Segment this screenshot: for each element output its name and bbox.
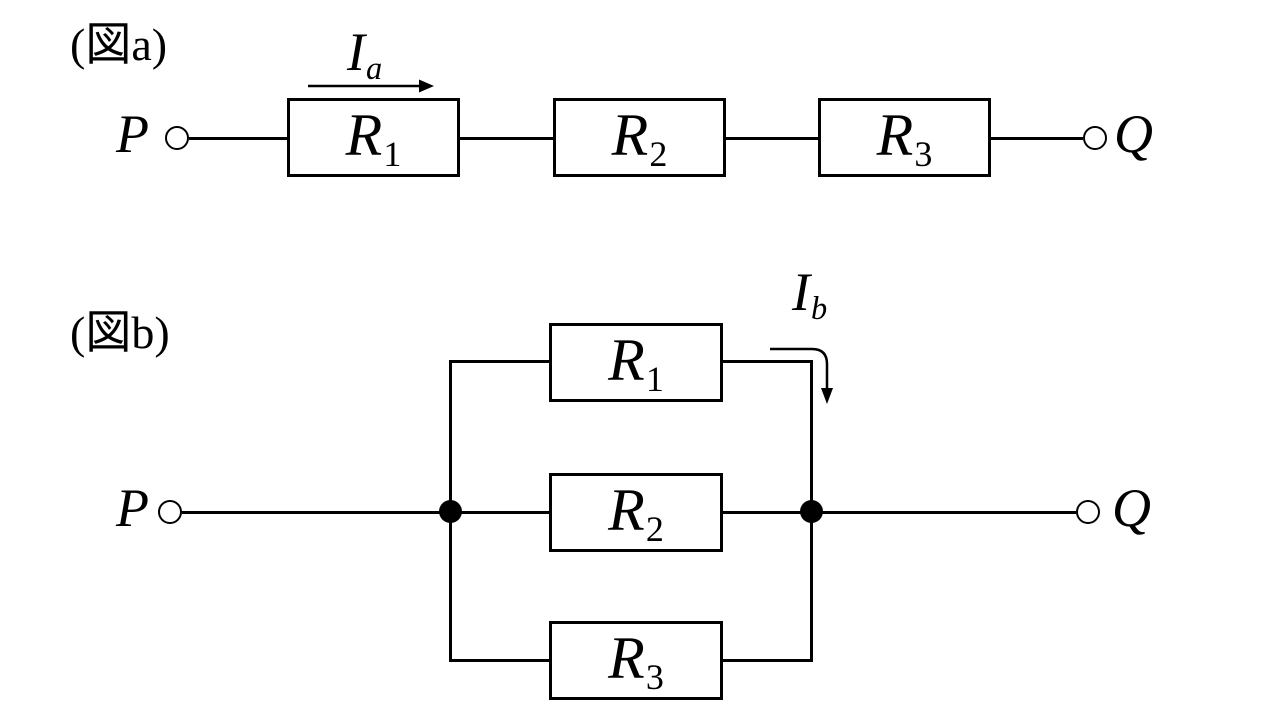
figure-a-terminal-q-node bbox=[1083, 126, 1107, 150]
r1-sub: 1 bbox=[645, 358, 664, 399]
figure-b-wire-p-to-left-junction bbox=[182, 511, 451, 514]
r2-base: R bbox=[611, 102, 649, 169]
figure-a-resistor-r1-label: R1 bbox=[346, 103, 402, 171]
figure-b-right-junction-dot bbox=[800, 500, 823, 523]
current-ia-sub: a bbox=[365, 51, 383, 88]
figure-b-resistor-r1-label: R1 bbox=[608, 328, 664, 396]
figure-a-wire-r2-to-r3 bbox=[726, 137, 818, 140]
figure-b-caption: (図b) bbox=[70, 307, 170, 358]
current-ib-sub: b bbox=[810, 291, 828, 328]
figure-b-wire-top-left-stub bbox=[451, 360, 549, 363]
figure-a-terminal-p-label: P bbox=[116, 104, 149, 164]
figure-b-terminal-q-node bbox=[1076, 500, 1100, 524]
figure-b-wire-bottom-right-stub bbox=[723, 659, 812, 662]
figure-a-wire-r1-to-r2 bbox=[460, 137, 553, 140]
r2-sub: 2 bbox=[649, 133, 668, 174]
figure-b-wire-middle-left-stub bbox=[451, 511, 549, 514]
figure-b-resistor-r3-label: R3 bbox=[608, 626, 664, 694]
figure-b-wire-top-right-stub bbox=[723, 360, 812, 363]
figure-b-left-junction-dot bbox=[439, 500, 462, 523]
figure-b-resistor-r1: R1 bbox=[549, 323, 723, 402]
figure-b-resistor-r2: R2 bbox=[549, 473, 723, 552]
figure-b-wire-right-junction-to-q bbox=[812, 511, 1076, 514]
figure-b-terminal-q-label: Q bbox=[1112, 478, 1151, 538]
current-arrow-ia-right-icon bbox=[308, 79, 434, 93]
figure-a-resistor-r2-label: R2 bbox=[612, 103, 668, 171]
r3-base: R bbox=[608, 625, 645, 692]
r2-base: R bbox=[608, 477, 645, 544]
figure-a-wire-r3-to-q bbox=[991, 137, 1083, 140]
current-arrow-ib-down-icon bbox=[770, 347, 833, 404]
figure-a-wire-p-to-r1 bbox=[189, 137, 287, 140]
current-ia-base: I bbox=[347, 22, 365, 82]
figure-a-resistor-r3: R3 bbox=[818, 98, 991, 177]
figure-a-resistor-r2: R2 bbox=[553, 98, 726, 177]
current-ib-base: I bbox=[792, 262, 810, 322]
r2-sub: 2 bbox=[645, 508, 664, 549]
r3-sub: 3 bbox=[914, 133, 933, 174]
figure-a-current-label-ia: Ia bbox=[347, 25, 382, 85]
figure-a-terminal-p-node bbox=[165, 126, 189, 150]
figure-a-caption: (図a) bbox=[70, 19, 168, 70]
r1-base: R bbox=[345, 102, 383, 169]
figure-b-terminal-p-node bbox=[158, 500, 182, 524]
r1-sub: 1 bbox=[383, 133, 402, 174]
r3-sub: 3 bbox=[645, 656, 664, 697]
figure-b-terminal-p-label: P bbox=[116, 478, 149, 538]
figure-b-wire-bottom-left-stub bbox=[451, 659, 549, 662]
figure-b-wire-middle-right-stub bbox=[723, 511, 812, 514]
figure-b-current-label-ib: Ib bbox=[792, 265, 827, 325]
figure-b-resistor-r3: R3 bbox=[549, 621, 723, 700]
figure-b-resistor-r2-label: R2 bbox=[608, 478, 664, 546]
r1-base: R bbox=[608, 327, 645, 394]
r3-base: R bbox=[876, 102, 914, 169]
figure-a-terminal-q-label: Q bbox=[1114, 104, 1153, 164]
figure-a-resistor-r3-label: R3 bbox=[877, 103, 933, 171]
figure-a-resistor-r1: R1 bbox=[287, 98, 460, 177]
